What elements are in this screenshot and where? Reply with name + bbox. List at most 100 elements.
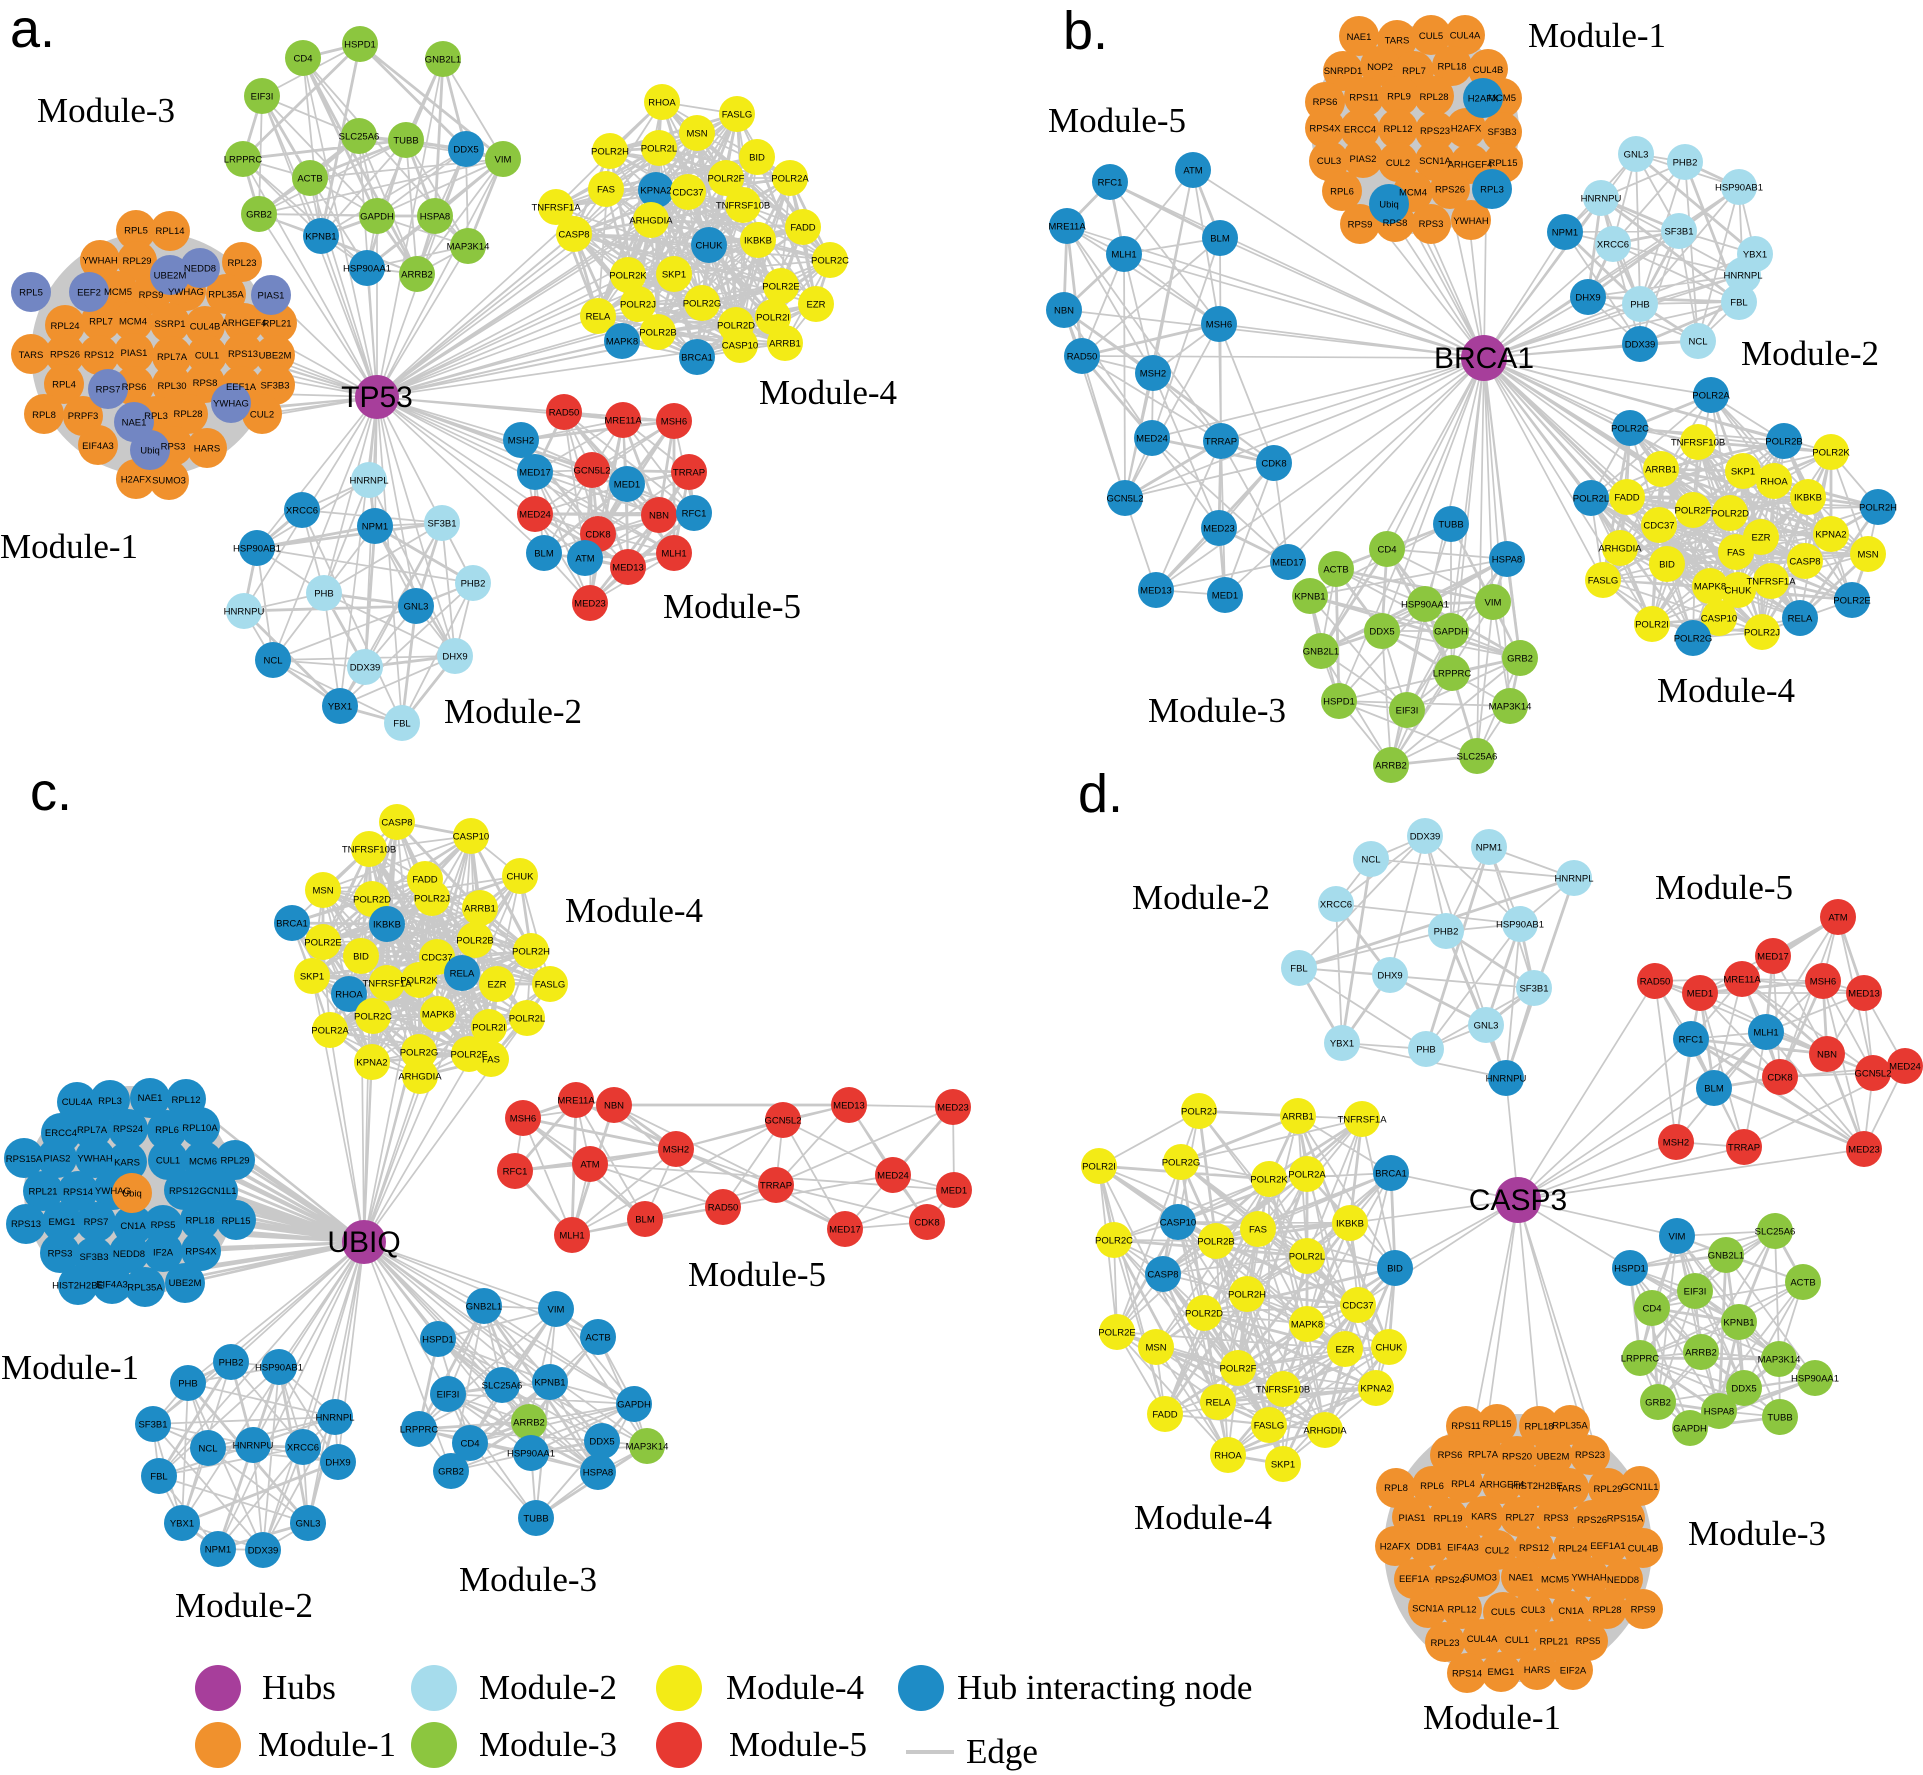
svg-text:CD4: CD4 [460, 1439, 479, 1450]
svg-text:GCN5L2: GCN5L2 [1855, 1069, 1892, 1080]
svg-text:YWHAH: YWHAH [1571, 1573, 1607, 1584]
svg-text:MLH1: MLH1 [1111, 250, 1136, 261]
svg-text:FASLG: FASLG [1588, 576, 1619, 587]
svg-text:RPS26: RPS26 [50, 350, 80, 361]
svg-text:POLR2C: POLR2C [1095, 1236, 1133, 1247]
svg-text:HSPA8: HSPA8 [583, 1468, 613, 1479]
svg-text:RPS6: RPS6 [1313, 97, 1338, 108]
svg-text:RPS3: RPS3 [1544, 1513, 1569, 1524]
svg-text:EMG1: EMG1 [49, 1217, 76, 1228]
svg-text:EIF4A3: EIF4A3 [96, 1279, 128, 1290]
svg-text:CASP8: CASP8 [381, 818, 412, 829]
svg-text:GRB2: GRB2 [1507, 654, 1533, 665]
svg-text:RPS9: RPS9 [1348, 220, 1373, 231]
svg-text:Module-1: Module-1 [0, 527, 138, 566]
svg-text:FAS: FAS [1727, 548, 1745, 559]
svg-text:RPL18: RPL18 [1437, 61, 1466, 72]
svg-text:SF3B1: SF3B1 [1664, 227, 1693, 238]
svg-text:HSPD1: HSPD1 [1323, 697, 1355, 708]
svg-text:ATM: ATM [1183, 166, 1202, 177]
svg-text:MED17: MED17 [829, 1225, 861, 1236]
svg-text:POLR2J: POLR2J [414, 894, 450, 905]
svg-text:DDX5: DDX5 [1369, 627, 1394, 638]
svg-text:SKP1: SKP1 [1731, 467, 1755, 478]
svg-text:HNRNPL: HNRNPL [1723, 271, 1762, 282]
svg-text:RPL7A: RPL7A [77, 1125, 108, 1136]
svg-text:RHOA: RHOA [648, 98, 676, 109]
svg-text:MED1: MED1 [941, 1186, 967, 1197]
svg-text:RPS20: RPS20 [1502, 1451, 1532, 1462]
svg-text:PHB2: PHB2 [1434, 927, 1459, 938]
svg-text:KPNA2: KPNA2 [356, 1058, 387, 1069]
svg-text:RPL27: RPL27 [1505, 1512, 1534, 1523]
svg-text:GRB2: GRB2 [1645, 1398, 1671, 1409]
svg-text:SKP1: SKP1 [300, 972, 324, 983]
svg-text:HNRNPU: HNRNPU [1486, 1074, 1527, 1085]
svg-text:RAD50: RAD50 [1640, 977, 1671, 988]
svg-text:Module-4: Module-4 [726, 1668, 864, 1707]
svg-text:CUL3: CUL3 [1317, 156, 1341, 167]
svg-text:RPL3: RPL3 [1480, 185, 1504, 196]
svg-text:POLR2D: POLR2D [717, 321, 755, 332]
svg-text:RPS13: RPS13 [11, 1219, 41, 1230]
svg-text:RPL6: RPL6 [155, 1125, 179, 1136]
svg-text:SLC25A6: SLC25A6 [482, 1381, 523, 1392]
svg-text:SCN1A: SCN1A [1419, 156, 1451, 167]
svg-text:RPL29: RPL29 [220, 1156, 249, 1167]
svg-text:Module-1: Module-1 [1423, 1698, 1561, 1737]
svg-text:HSP90AA1: HSP90AA1 [343, 264, 391, 275]
svg-text:POLR2B: POLR2B [1197, 1237, 1235, 1248]
svg-text:RPL19: RPL19 [1433, 1514, 1462, 1525]
svg-text:GNL3: GNL3 [404, 602, 429, 613]
svg-text:KPNA2: KPNA2 [1360, 1384, 1391, 1395]
svg-text:POLR2L: POLR2L [641, 144, 677, 155]
svg-text:POLR2I: POLR2I [1082, 1162, 1116, 1173]
svg-text:CUL2: CUL2 [1386, 158, 1410, 169]
svg-text:MRE11A: MRE11A [1048, 222, 1086, 233]
svg-text:CUL3: CUL3 [1521, 1605, 1545, 1616]
svg-text:CASP3: CASP3 [1469, 1184, 1567, 1217]
svg-text:FADD: FADD [1152, 1410, 1177, 1421]
svg-text:MED17: MED17 [519, 468, 551, 479]
svg-text:EEF1A: EEF1A [1399, 1574, 1430, 1585]
svg-text:RPS24: RPS24 [113, 1124, 143, 1135]
svg-text:MED1: MED1 [1212, 591, 1238, 602]
svg-text:GCN1L1: GCN1L1 [1622, 1482, 1659, 1493]
svg-text:GRB2: GRB2 [438, 1467, 464, 1478]
svg-text:RPL35A: RPL35A [1552, 1421, 1588, 1432]
svg-text:DHX9: DHX9 [1575, 293, 1600, 304]
svg-text:GNB2L1: GNB2L1 [466, 1302, 502, 1313]
svg-text:MCM4: MCM4 [1399, 188, 1427, 199]
svg-text:CDK8: CDK8 [585, 530, 610, 541]
svg-text:ERCC4: ERCC4 [45, 1128, 77, 1139]
svg-text:VIM: VIM [548, 1305, 565, 1316]
svg-text:HSP90AB1: HSP90AB1 [233, 544, 281, 555]
svg-text:XRCC6: XRCC6 [287, 1443, 319, 1454]
svg-text:POLR2E: POLR2E [304, 938, 342, 949]
svg-text:Module-2: Module-2 [1741, 334, 1879, 373]
svg-text:Module-2: Module-2 [479, 1668, 617, 1707]
svg-text:DHX9: DHX9 [1377, 971, 1402, 982]
svg-text:CD4: CD4 [293, 54, 312, 65]
svg-text:FBL: FBL [150, 1472, 167, 1483]
svg-text:POLR2K: POLR2K [1812, 448, 1850, 459]
svg-text:TNFRSF10B: TNFRSF10B [1256, 1385, 1310, 1396]
svg-text:CUL1: CUL1 [1505, 1635, 1529, 1646]
svg-text:POLR2K: POLR2K [1250, 1175, 1288, 1186]
svg-text:RPS23: RPS23 [1575, 1450, 1605, 1461]
svg-text:XRCC6: XRCC6 [1597, 240, 1629, 251]
svg-text:POLR2K: POLR2K [400, 976, 438, 987]
svg-text:RPL12: RPL12 [1447, 1604, 1476, 1615]
svg-text:UBE2M: UBE2M [259, 351, 292, 362]
svg-text:FASLG: FASLG [535, 980, 566, 991]
svg-text:TRRAP: TRRAP [1728, 1143, 1760, 1154]
svg-text:POLR2C: POLR2C [1611, 424, 1649, 435]
svg-text:RPS26: RPS26 [1435, 185, 1465, 196]
svg-text:HSP90AB1: HSP90AB1 [1715, 183, 1763, 194]
svg-text:H2AFX: H2AFX [121, 474, 152, 485]
svg-text:YWHAH: YWHAH [77, 1154, 113, 1165]
svg-text:RPL4: RPL4 [1451, 1479, 1475, 1490]
svg-text:YBX1: YBX1 [1330, 1039, 1354, 1050]
svg-text:POLR2I: POLR2I [756, 313, 790, 324]
svg-text:Module-4: Module-4 [1134, 1498, 1272, 1537]
